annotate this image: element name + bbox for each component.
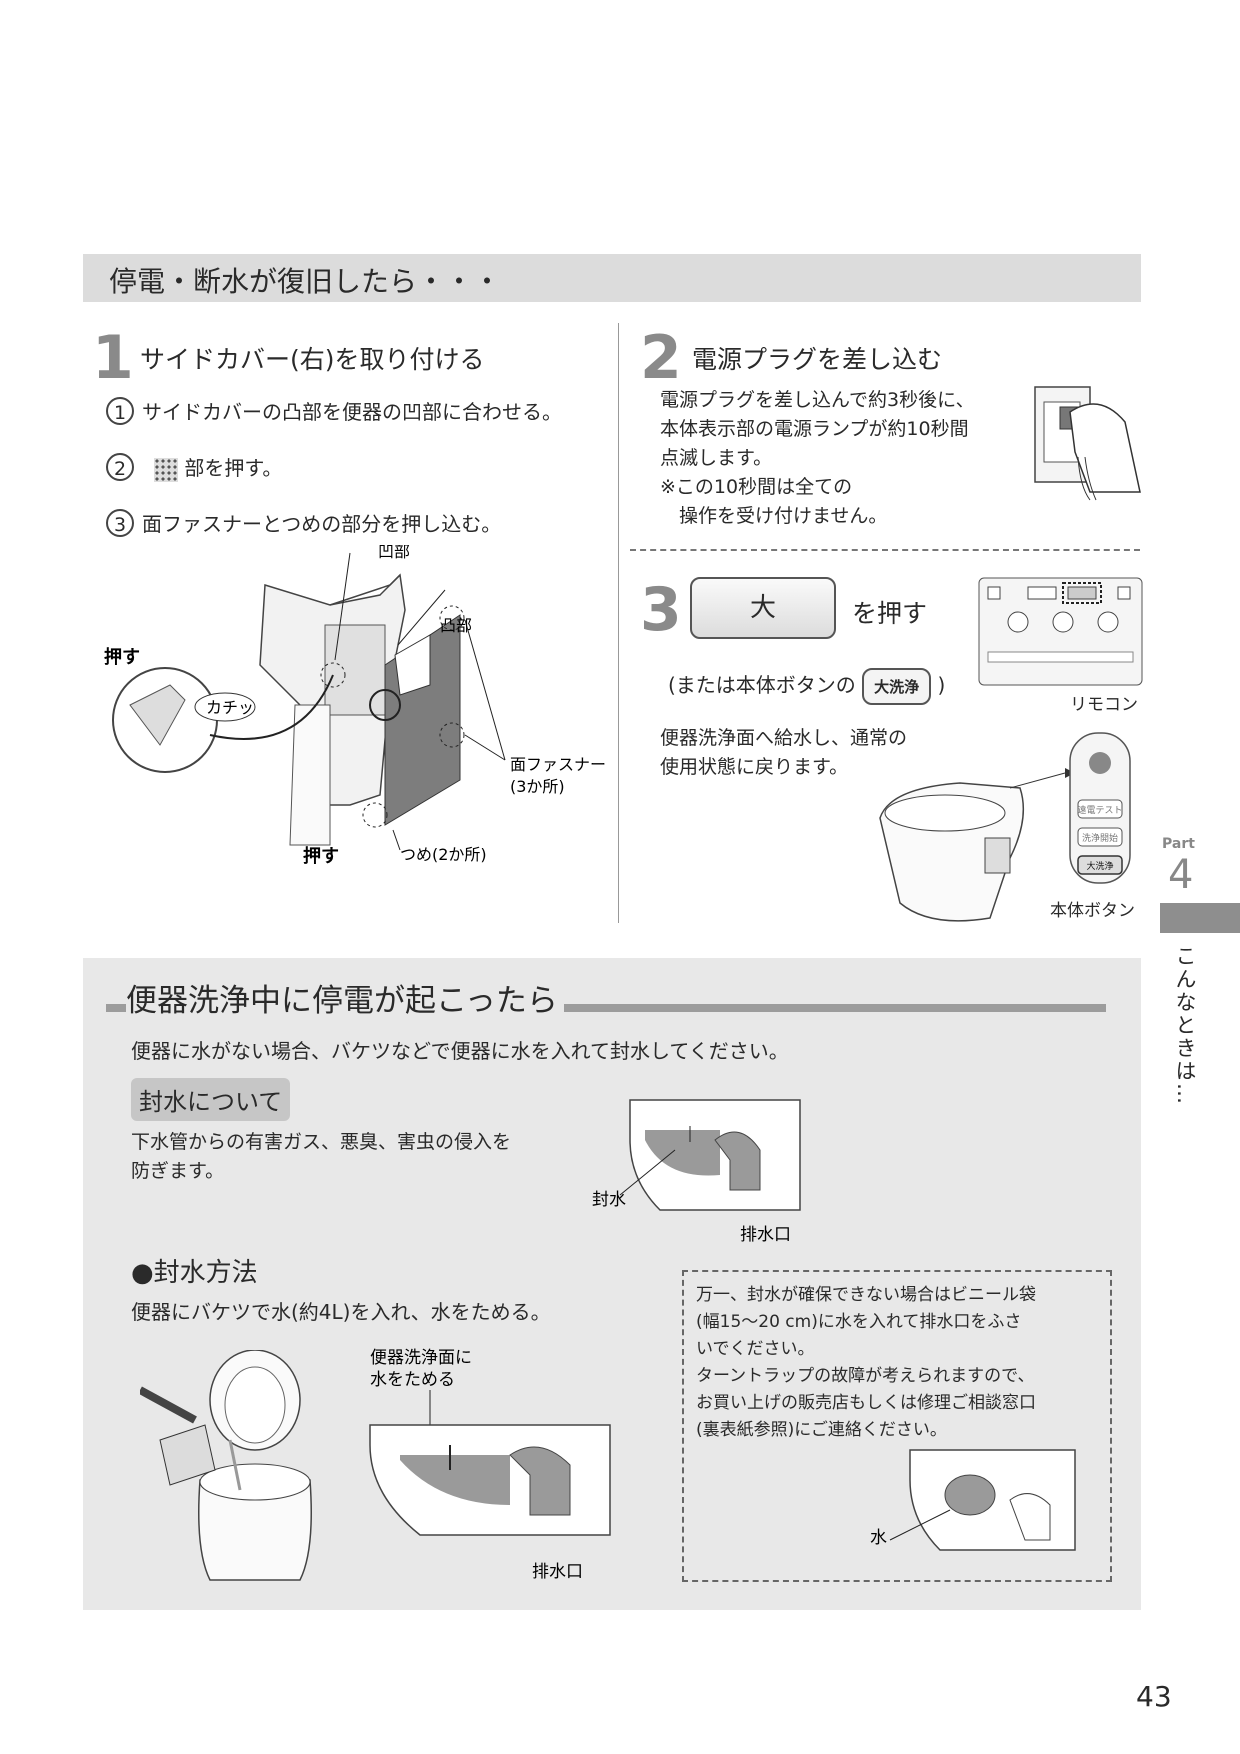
drain-label: 排水口 (740, 1225, 791, 1245)
lower-intro: 便器に水がない場合、バケツなどで便器に水を入れて封水してください。 (131, 1039, 789, 1063)
substep-number: 3 (106, 509, 134, 537)
about-seal-text: 下水管からの有害ガス、悪臭、害虫の侵入を 防ぎます。 (131, 1128, 511, 1186)
step-divider (630, 549, 1140, 551)
toilet-body-buttons-illustration: 遠電テスト 洗浄開始 大洗浄 (879, 732, 1131, 922)
step3-number: 3 (640, 575, 682, 645)
page-number: 43 (1136, 1680, 1172, 1713)
push-label-1: 押す (104, 646, 140, 668)
fastener-label: 面ファスナー (510, 755, 606, 774)
section-banner: 停電・断水が復旧したら・・・ (83, 254, 1141, 302)
side-cover-illustration: 押す カチッ 凹部 凸部 面ファスナー (3か所) 押す つめ(2か所) (104, 545, 606, 867)
water-seal-diagram: 封水 排水口 (592, 1099, 801, 1245)
alt-prefix: (または本体ボタンの (668, 673, 856, 697)
fastener-count-label: (3か所) (510, 777, 565, 796)
part-number: 4 (1168, 852, 1194, 898)
note-box (682, 1270, 1112, 1582)
text-line: 本体表示部の電源ランプが約10秒間 (660, 418, 969, 440)
protrusion-label: 凸部 (440, 616, 472, 635)
bowl-fill-diagram: 便器洗浄面に 水をためる 排水口 (369, 1348, 611, 1582)
step1-number: 1 (92, 323, 134, 393)
text-line: 防ぎます。 (131, 1160, 225, 1182)
recess-label: 凹部 (378, 545, 410, 561)
power-plug-illustration (1034, 386, 1141, 501)
body-button-start[interactable]: 洗浄開始 (1082, 832, 1118, 844)
note-line: いでください。 (696, 1339, 815, 1359)
note-line: (裏表紙参照)にご連絡ください。 (696, 1420, 947, 1440)
step3-result: 便器洗浄面へ給水し、通常の 使用状態に戻ります。 (660, 724, 907, 782)
side-tab-bar (1160, 903, 1240, 933)
column-divider (618, 323, 619, 923)
text-line: 使用状態に戻ります。 (660, 756, 849, 778)
substep-text: 部を押す。 (184, 456, 283, 480)
step1-substep-1: 1 サイドカバーの凸部を便器の凹部に合わせる。 (106, 396, 562, 425)
note-line: お買い上げの販売店もしくは修理ご相談窓口 (696, 1393, 1036, 1413)
about-seal-label: 封水について (131, 1078, 291, 1121)
claw-label: つめ(2か所) (400, 845, 487, 864)
substep-number: 1 (106, 397, 134, 425)
substep-text: 面ファスナーとつめの部分を押し込む。 (142, 512, 502, 536)
body-button-test[interactable]: 遠電テスト (1077, 804, 1122, 816)
note-text: 万一、封水が確保できない場合はビニール袋 (幅15〜20 cm)に水を入れて排水… (696, 1282, 1036, 1444)
section-side-title: こんなときは… (1173, 945, 1197, 1106)
substep-number: 2 (106, 453, 134, 481)
method-title: ●封水方法 (131, 1258, 258, 1288)
text-line: 便器洗浄面へ給水し、通常の (660, 727, 908, 749)
text-line: 電源プラグを差し込んで約3秒後に、 (660, 389, 975, 411)
text-line: 下水管からの有害ガス、悪臭、害虫の侵入を (131, 1131, 512, 1153)
step2-description: 電源プラグを差し込んで約3秒後に、 本体表示部の電源ランプが約10秒間 点滅しま… (660, 386, 975, 531)
step2-number: 2 (640, 323, 682, 393)
note-line: 万一、封水が確保できない場合はビニール袋 (696, 1285, 1036, 1305)
step3-instruction: を押す (852, 599, 928, 628)
note-line: 操作を受け付けません。 (660, 505, 888, 527)
pouring-water-illustration (140, 1350, 312, 1581)
body-button-large-flush[interactable]: 大洗浄 (1086, 860, 1113, 872)
remote-control-illustration (978, 577, 1143, 686)
lower-title: 便器洗浄中に停電が起こったら (126, 975, 564, 1020)
title-underline (106, 1004, 1106, 1012)
banner-title: 停電・断水が復旧したら・・・ (109, 265, 502, 298)
step2-title: 電源プラグを差し込む (692, 345, 943, 374)
seal-label: 封水 (592, 1190, 626, 1210)
substep-text: サイドカバーの凸部を便器の凹部に合わせる。 (142, 400, 562, 424)
fill-note-line-2: 水をためる (370, 1370, 455, 1390)
step1-title: サイドカバー(右)を取り付ける (140, 345, 485, 374)
dotted-area-icon (154, 457, 179, 482)
large-flush-button[interactable]: 大 (690, 577, 836, 639)
click-label: カチッ (206, 698, 254, 717)
step1-substep-3: 3 面ファスナーとつめの部分を押し込む。 (106, 508, 501, 537)
step3-alt: (または本体ボタンの 大洗浄 ) (668, 668, 945, 705)
step1-substep-2: 2 部を押す。 (106, 452, 282, 482)
note-line: (幅15〜20 cm)に水を入れて排水口をふさ (696, 1312, 1022, 1332)
method-text: 便器にバケツで水(約4L)を入れ、水をためる。 (131, 1300, 551, 1324)
fill-note-line-1: 便器洗浄面に (370, 1348, 472, 1368)
part-label: Part (1162, 836, 1195, 852)
drain-label-2: 排水口 (532, 1562, 583, 1582)
water-label: 水 (870, 1528, 887, 1548)
plastic-bag-diagram: 水 (870, 1449, 1076, 1551)
body-button-label: 本体ボタン (1050, 901, 1135, 921)
text-line: 点滅します。 (660, 447, 773, 469)
note-line: ターントラップの故障が考えられますので、 (696, 1366, 1035, 1386)
alt-suffix: ) (937, 673, 946, 697)
note-line: ※この10秒間は全ての (660, 476, 853, 498)
push-label-2: 押す (303, 845, 339, 867)
body-large-flush-button[interactable]: 大洗浄 (862, 668, 932, 705)
remote-label: リモコン (1070, 695, 1138, 715)
